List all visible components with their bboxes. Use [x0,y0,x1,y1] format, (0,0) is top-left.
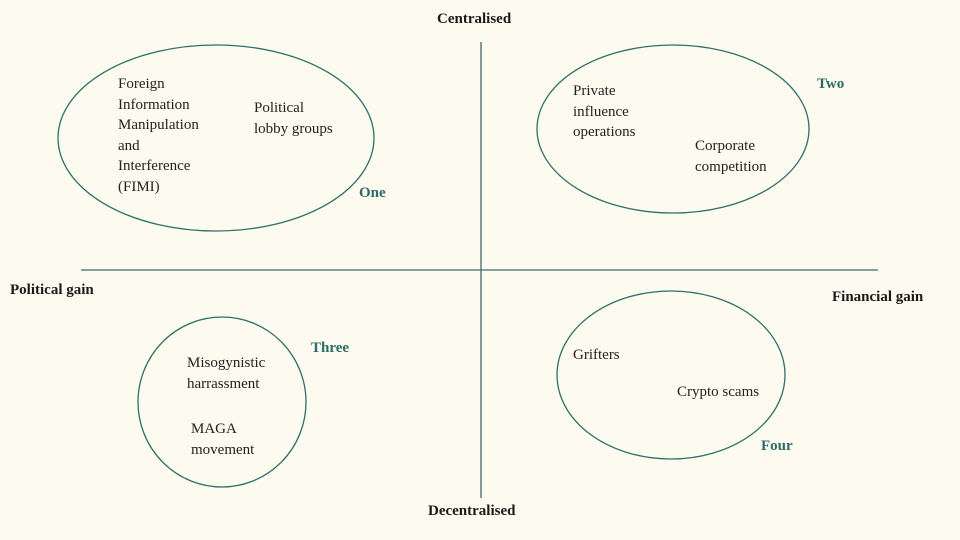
axis-label-left: Political gain [10,282,94,298]
cluster-one-ellipse [57,44,375,232]
axis-label-top: Centralised [437,11,512,27]
cluster-two-item-corporate-competition: Corporate competition [695,138,767,175]
cluster-three-ellipse [137,316,307,488]
axis-label-bottom: Decentralised [428,503,516,519]
cluster-two-item-private-influence: Private influence operations [573,83,636,140]
cluster-three-label: Three [311,340,350,356]
cluster-two-ellipse [536,44,810,214]
cluster-one-item-lobby-groups: Political lobby groups [254,100,333,137]
cluster-one-label: One [359,185,386,201]
cluster-one-item-fimi: Foreign Information Manipulation and Int… [118,76,199,195]
cluster-four-ellipse [556,290,786,460]
axis-label-right: Financial gain [832,289,924,305]
cluster-three-item-maga: MAGA movement [191,421,255,458]
cluster-four-item-crypto-scams: Crypto scams [677,384,760,400]
cluster-three-item-misogynistic: Misogynistic harrassment [187,355,266,392]
cluster-four-item-grifters: Grifters [573,347,620,363]
cluster-four-label: Four [761,438,793,454]
cluster-two-label: Two [817,76,845,92]
